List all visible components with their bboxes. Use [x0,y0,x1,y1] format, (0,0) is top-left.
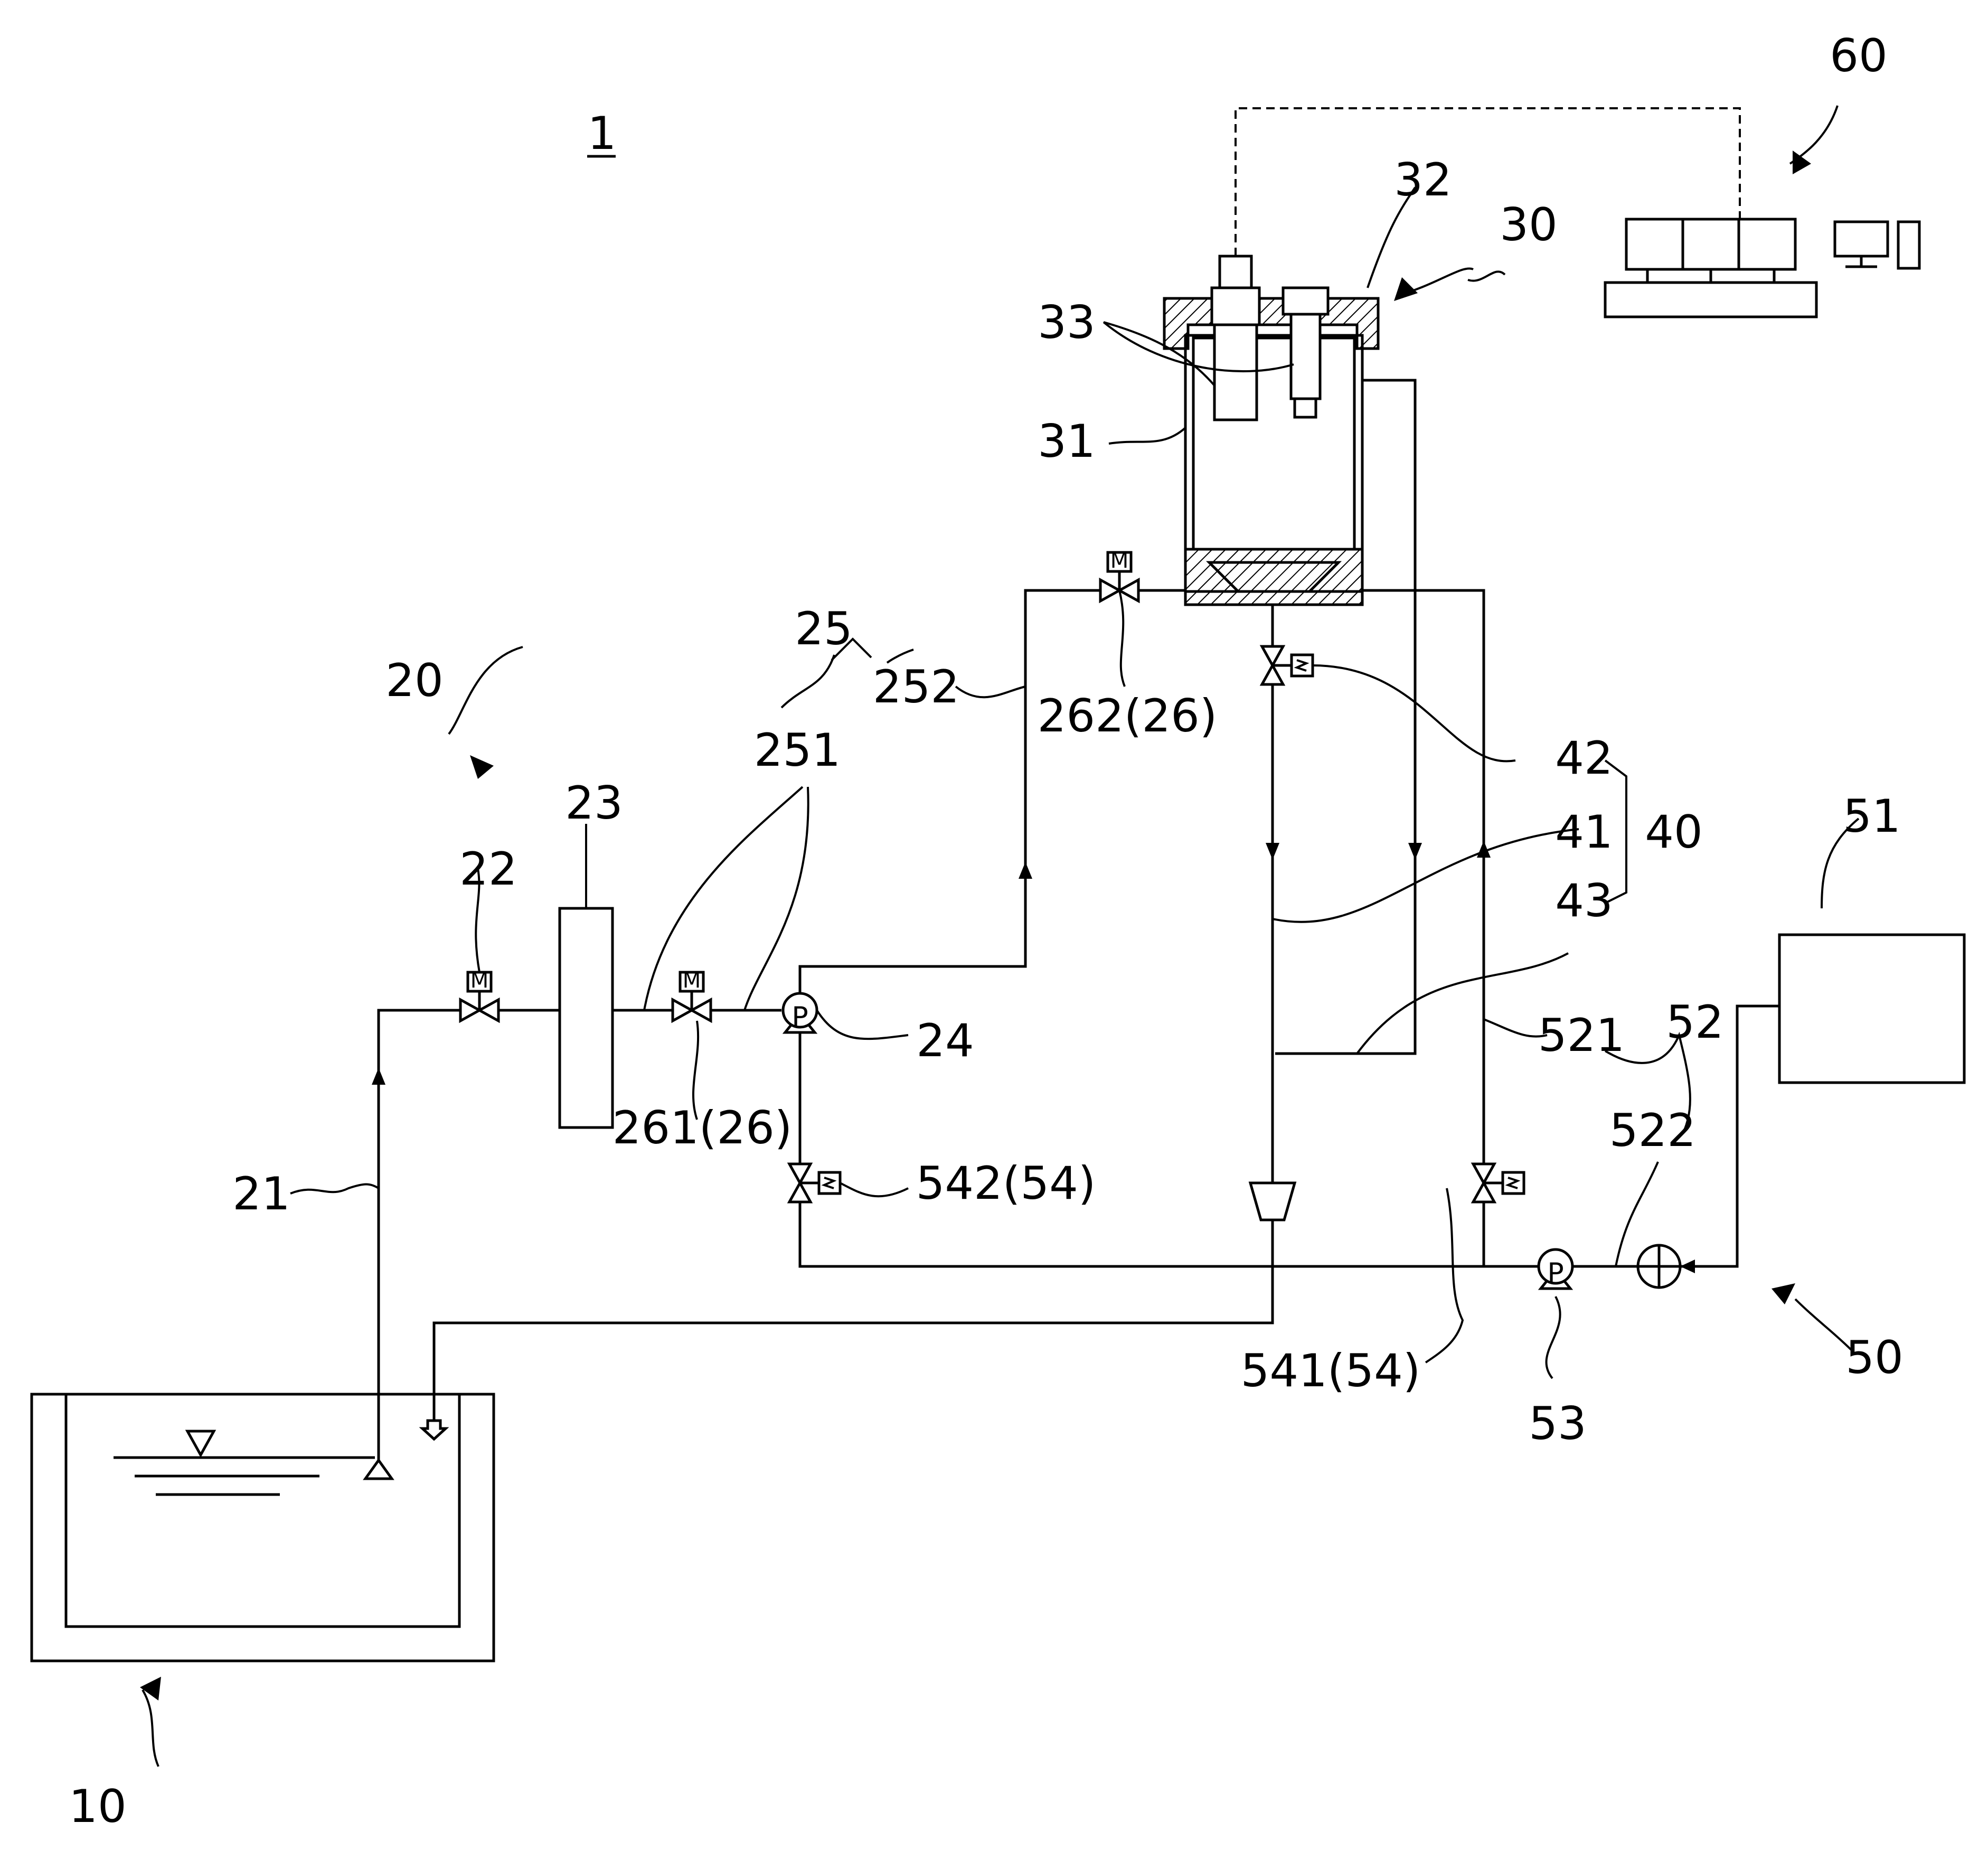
pump-24: P [781,992,818,1034]
label-522: 522 [1609,1104,1696,1157]
measuring-vessel [1163,255,1417,1055]
label-42: 42 [1555,732,1613,785]
label-25: 25 [795,603,852,655]
svg-text:P: P [1547,1257,1563,1289]
flow-arrow-icon [1408,843,1422,860]
label-261: 261(26) [613,1102,793,1154]
flow-arrow-icon [1019,862,1032,879]
pipe-252 [798,589,1103,993]
flow-arrow-icon [372,1068,385,1085]
return-outlet-icon [419,1419,449,1441]
label-41: 41 [1555,806,1613,859]
system-ref-label: 1 [588,107,617,160]
vessel-bottom [1184,548,1364,606]
label-43: 43 [1555,875,1613,927]
pipe-521 [1362,589,1485,1266]
label-541: 541(54) [1241,1345,1421,1397]
label-521: 521 [1538,1009,1625,1062]
label-20: 20 [385,654,443,707]
pointer-arrowheads [140,151,1811,1700]
drain-valve-42 [1262,646,1313,684]
svg-text:P: P [792,1001,808,1033]
label-50: 50 [1845,1331,1903,1384]
label-40: 40 [1645,806,1702,859]
pump-53: P [1537,1248,1574,1290]
water-level-icon [185,1430,216,1458]
drain-funnel [1248,1181,1297,1222]
flow-arrow-icon [1680,1260,1695,1273]
suction-pipe [377,1009,463,1460]
signal-line [1235,107,1741,256]
label-24: 24 [916,1014,974,1067]
mixer-icon [1636,1244,1682,1289]
label-542: 542(54) [916,1157,1096,1210]
water-tank [30,1393,495,1662]
cleaning-tank [1778,933,1966,1084]
label-32: 32 [1394,154,1452,206]
motor-letter: M [1110,549,1129,573]
label-23: 23 [565,777,623,830]
label-60: 60 [1830,30,1887,82]
label-10: 10 [69,1780,126,1833]
label-262: 262(26) [1038,690,1218,743]
leader-lines [142,105,1860,1767]
flow-arrow-icon [1266,843,1279,860]
filter [558,907,614,1129]
label-52: 52 [1666,996,1723,1049]
cleaning-valve-542 [789,1164,840,1202]
motor-letter: M [470,969,489,993]
label-51: 51 [1843,790,1900,843]
return-pipe [432,1220,1274,1421]
label-53: 53 [1529,1397,1586,1450]
label-33: 33 [1038,296,1095,349]
label-30: 30 [1500,199,1557,251]
label-31: 31 [1038,415,1095,468]
label-22: 22 [459,843,517,896]
label-21: 21 [232,1168,290,1220]
label-252: 252 [873,661,959,713]
controller [1604,218,1921,318]
suction-inlet-icon [363,1458,394,1480]
motor-letter: M [683,969,701,993]
pipe-522 [798,1032,1538,1268]
label-251: 251 [754,724,841,777]
cleaning-valve-541 [1473,1164,1524,1202]
computer-icon [1833,220,1921,270]
